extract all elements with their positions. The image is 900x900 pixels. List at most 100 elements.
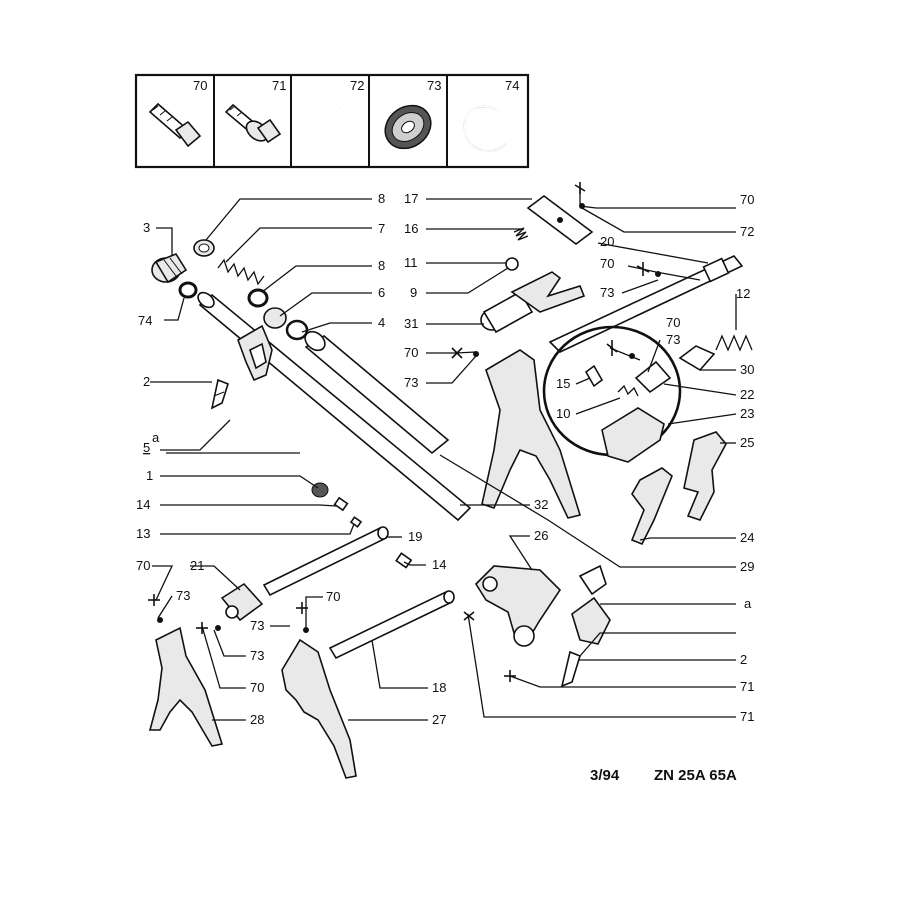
- footer-reference: ZN 25A 65A: [654, 767, 737, 784]
- leader-lines: [148, 182, 737, 721]
- part-23-guide: [601, 407, 665, 463]
- callout-27: 27: [432, 712, 446, 727]
- callout-14-right: 14: [432, 557, 446, 572]
- part-11-ball: [505, 257, 519, 271]
- parts-drawing: [148, 195, 753, 779]
- callout-73-bottom-left: 73: [176, 588, 190, 603]
- callout-29: 29: [740, 559, 754, 574]
- part-31-interlock: [480, 271, 586, 334]
- part-8-plug: [193, 239, 215, 257]
- callout-5a-superscript: a: [152, 430, 160, 445]
- callout-72: 72: [740, 224, 754, 239]
- callout-4: 4: [378, 315, 385, 330]
- part-17-plate: [526, 195, 594, 245]
- part-selector-finger: [571, 564, 611, 645]
- callout-30: 30: [740, 362, 754, 377]
- callout-71-lower: 71: [740, 709, 754, 724]
- part-3-plug: [151, 253, 188, 284]
- part-12-spring: [715, 334, 753, 352]
- legend-box: 70 71 72 73 74: [134, 73, 530, 169]
- callout-2-left: 2: [143, 374, 150, 389]
- callout-8-mid: 8: [378, 258, 385, 273]
- legend-number-73: 73: [427, 78, 441, 93]
- part-15-bolt: [584, 364, 604, 388]
- callout-5a: 5: [143, 440, 150, 455]
- part-25-plate: [683, 431, 727, 521]
- callout-70-top-right: 70: [740, 192, 754, 207]
- callout-18: 18: [432, 680, 446, 695]
- callout-12: 12: [736, 286, 750, 301]
- callout-25: 25: [740, 435, 754, 450]
- part-74-circlip: [178, 281, 198, 299]
- callout-a: a: [744, 596, 752, 611]
- part-2-pin-b: [560, 650, 581, 688]
- callout-70-fork27: 70: [326, 589, 340, 604]
- part-8-ring: [247, 288, 269, 308]
- callout-13: 13: [136, 526, 150, 541]
- part-7-spring: [217, 258, 265, 286]
- part-14-roller: [333, 496, 349, 512]
- callout-19: 19: [408, 529, 422, 544]
- part-16-spring: [513, 227, 529, 241]
- callout-7: 7: [378, 221, 385, 236]
- seal-washer-icon: [384, 104, 432, 150]
- flanged-bolt-icon: [224, 103, 282, 144]
- callout-70-shaft: 70: [600, 256, 614, 271]
- callout-70-fork28: 70: [250, 680, 264, 695]
- part-18-shaft: [328, 590, 455, 660]
- callout-labels: 3 74 2 5 a 8 7 8 6 4 1 14 13 19 14 17 16…: [136, 191, 754, 727]
- callout-70-bottom-left: 70: [136, 558, 150, 573]
- diagram-footer: 3/94 ZN 25A 65A: [590, 767, 737, 784]
- callout-28: 28: [250, 712, 264, 727]
- part-30-plunger: [678, 345, 716, 372]
- legend-number-71: 71: [272, 78, 286, 93]
- part-21-block: [220, 582, 264, 622]
- legend-number-70: 70: [193, 78, 207, 93]
- callout-70-detail: 70: [666, 315, 680, 330]
- callout-32: 32: [534, 497, 548, 512]
- callout-3: 3: [143, 220, 150, 235]
- legend-number-74: 74: [505, 78, 519, 93]
- part-2-pin: [210, 378, 229, 410]
- callout-2-right: 2: [740, 652, 747, 667]
- part-10-spring: [617, 384, 639, 397]
- part-4-tube: [304, 330, 450, 455]
- part-selector-bracket: [237, 324, 273, 382]
- part-26-lever: [474, 565, 562, 647]
- callout-73-shaft: 73: [600, 285, 614, 300]
- callout-10: 10: [556, 406, 570, 421]
- circlip-icon: [463, 105, 507, 152]
- callout-24: 24: [740, 530, 754, 545]
- callout-1: 1: [146, 468, 153, 483]
- part-29-fork: [481, 349, 582, 519]
- callout-6: 6: [378, 285, 385, 300]
- callout-73-mid: 73: [404, 375, 418, 390]
- callout-16: 16: [404, 221, 418, 236]
- callout-73-fork28: 73: [250, 648, 264, 663]
- callout-8-top: 8: [378, 191, 385, 206]
- bolt-icon: [148, 102, 202, 148]
- callout-9: 9: [410, 285, 417, 300]
- callout-73-fork27: 73: [250, 618, 264, 633]
- callout-74: 74: [138, 313, 152, 328]
- callout-73-detail: 73: [666, 332, 680, 347]
- part-19-shaft: [262, 526, 389, 597]
- callout-70-mid: 70: [404, 345, 418, 360]
- detail-circle: [542, 325, 682, 463]
- part-6-bush: [263, 307, 309, 341]
- callout-71-upper: 71: [740, 679, 754, 694]
- callout-17: 17: [404, 191, 418, 206]
- part-28-fork: [148, 626, 224, 747]
- part-22-block: [634, 360, 672, 394]
- callout-21: 21: [190, 558, 204, 573]
- callout-23: 23: [740, 406, 754, 421]
- footer-date: 3/94: [590, 767, 620, 784]
- part-14-roller-b: [395, 552, 413, 569]
- callout-20: 20: [600, 234, 614, 249]
- callout-31: 31: [404, 316, 418, 331]
- callout-26: 26: [534, 528, 548, 543]
- callout-15: 15: [556, 376, 570, 391]
- callout-22: 22: [740, 387, 754, 402]
- part-27-fork: [281, 638, 357, 779]
